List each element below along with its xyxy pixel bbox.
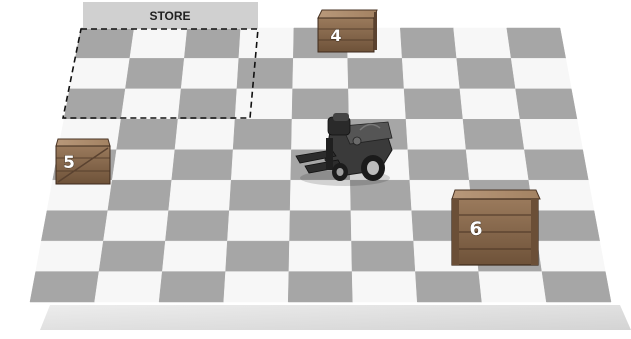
board-tile <box>524 150 588 180</box>
board-tile <box>159 272 226 302</box>
crate-6-number: 6 <box>469 218 482 240</box>
crate-5-number: 5 <box>63 153 75 173</box>
board-tile <box>460 89 520 119</box>
crate-4-number: 4 <box>330 26 341 45</box>
board-tile <box>293 58 349 89</box>
board-tile <box>103 211 168 241</box>
board-tile <box>516 89 577 119</box>
board-tile <box>415 272 482 302</box>
board-tile <box>463 119 524 150</box>
crate-6-post <box>531 199 538 265</box>
board-tile <box>112 150 175 180</box>
board-tile <box>520 119 583 150</box>
board-tile <box>233 119 292 150</box>
board-tile <box>172 150 233 180</box>
board-tile <box>121 89 181 119</box>
board-tile <box>507 28 566 58</box>
board-tile <box>229 180 290 211</box>
board-tile <box>184 28 240 58</box>
robot-mast <box>326 138 333 170</box>
board-tile <box>348 58 404 89</box>
board-tile <box>352 241 416 272</box>
board-tile <box>479 272 547 302</box>
board-tile <box>47 180 112 211</box>
board-tile <box>224 272 289 302</box>
board-tile <box>162 241 227 272</box>
board-tile <box>348 89 406 119</box>
board-tile <box>70 58 130 89</box>
robot-wheel-hub <box>337 168 344 176</box>
board-tile <box>226 241 290 272</box>
board-tile <box>75 28 134 58</box>
board-tile <box>165 211 229 241</box>
crate-6-post <box>452 199 459 265</box>
board-tile <box>533 211 600 241</box>
board-tile <box>41 211 108 241</box>
board-tile <box>108 180 172 211</box>
board-tile <box>400 28 456 58</box>
board-tile <box>466 150 529 180</box>
board-tile <box>235 89 293 119</box>
board-tile <box>351 211 414 241</box>
board-tile <box>511 58 571 89</box>
board-tile <box>406 119 466 150</box>
crate-4-top <box>318 10 377 18</box>
store-label: STORE <box>149 9 190 23</box>
board-tile <box>457 58 516 89</box>
crate-5[interactable]: 5 <box>56 139 110 184</box>
crate-4[interactable]: 4 <box>318 10 377 52</box>
board-tile <box>178 89 237 119</box>
board-tile <box>99 241 165 272</box>
board-tile <box>538 241 606 272</box>
board-tile <box>125 58 184 89</box>
board-tile <box>402 58 460 89</box>
board-tile <box>404 89 463 119</box>
crate-5-top <box>56 139 110 146</box>
crate-6-top <box>452 190 540 199</box>
board-tile <box>117 119 178 150</box>
robot-seat-back <box>333 113 349 121</box>
board-tile <box>288 272 353 302</box>
board-tile <box>237 58 293 89</box>
board-tile <box>64 89 125 119</box>
board-tile <box>181 58 239 89</box>
board-tile <box>290 211 352 241</box>
board-tile <box>227 211 290 241</box>
board-shadow <box>40 305 631 330</box>
board-tile <box>130 28 188 58</box>
board-tile <box>239 28 294 58</box>
board-tile <box>169 180 232 211</box>
board-tile <box>289 241 352 272</box>
board-tile <box>408 150 469 180</box>
crate-6[interactable]: 6 <box>452 190 540 265</box>
board-tile <box>36 241 104 272</box>
crate-4-front <box>318 18 374 52</box>
board-tile <box>542 272 611 302</box>
robot-wheel-hub <box>367 161 379 175</box>
robot-sensor <box>353 137 361 145</box>
board-tile <box>352 272 417 302</box>
board-tile <box>95 272 163 302</box>
board-tile <box>30 272 99 302</box>
board-tile <box>454 28 512 58</box>
board-tile <box>175 119 235 150</box>
crate-4-side <box>374 12 377 50</box>
board-tile <box>231 150 291 180</box>
